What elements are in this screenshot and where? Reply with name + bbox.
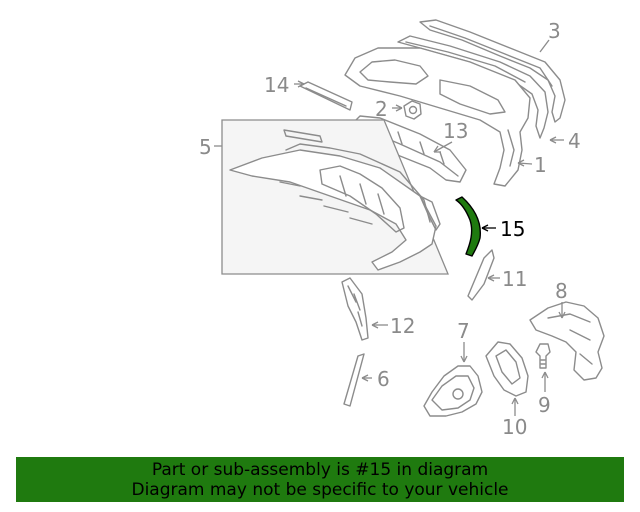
callout-8: 8: [555, 279, 568, 303]
leader-1: [517, 162, 533, 165]
arrow-13: [433, 145, 441, 153]
arrow-14: [297, 80, 305, 88]
banner-line-disclaimer: Diagram may not be specific to your vehi…: [131, 480, 509, 500]
callout-15: 15: [500, 217, 525, 241]
part-5-assembly-box: [221, 119, 449, 275]
arrow-11: [487, 274, 495, 282]
callout-11: 11: [502, 267, 527, 291]
arrow-10: [511, 397, 519, 405]
arrow-6: [361, 374, 369, 382]
arrow-7: [460, 355, 468, 363]
part-2-clip: [403, 100, 422, 120]
part-12-bracket: [341, 277, 369, 341]
arrow-9: [541, 371, 549, 379]
callout-6: 6: [377, 367, 390, 391]
callout-7: 7: [457, 319, 470, 343]
part-8-mount: [529, 301, 605, 381]
callout-10: 10: [502, 415, 527, 439]
callout-9: 9: [538, 393, 551, 417]
callout-14: 14: [264, 73, 289, 97]
callout-12: 12: [390, 314, 415, 338]
arrow-15: [481, 224, 489, 232]
part-9-fastener: [535, 343, 551, 369]
arrow-8: [558, 311, 566, 319]
part-3-trim-strip: [419, 19, 566, 123]
diagram-notice-banner: Part or sub-assembly is #15 in diagram D…: [16, 457, 624, 502]
callout-5: 5: [199, 135, 212, 159]
arrow-2: [395, 104, 403, 112]
callout-13: 13: [443, 119, 468, 143]
part-7-exhaust-trim: [423, 365, 483, 417]
part-1-bumper-cover: [344, 47, 531, 187]
part-6-strip: [343, 353, 365, 407]
leader-3: [539, 39, 550, 53]
part-15-seal: [455, 196, 481, 257]
part-11-side-trim: [467, 249, 495, 301]
leader-13: [433, 141, 453, 153]
arrow-1: [517, 159, 525, 167]
callout-4: 4: [568, 129, 581, 153]
callout-1: 1: [534, 153, 547, 177]
part-14-bracket: [299, 81, 353, 111]
arrow-12: [371, 321, 379, 329]
arrow-4: [549, 136, 557, 144]
part-10-bracket: [485, 341, 529, 397]
banner-line-part-number: Part or sub-assembly is #15 in diagram: [151, 460, 489, 480]
callout-2: 2: [375, 97, 388, 121]
callout-3: 3: [548, 19, 561, 43]
